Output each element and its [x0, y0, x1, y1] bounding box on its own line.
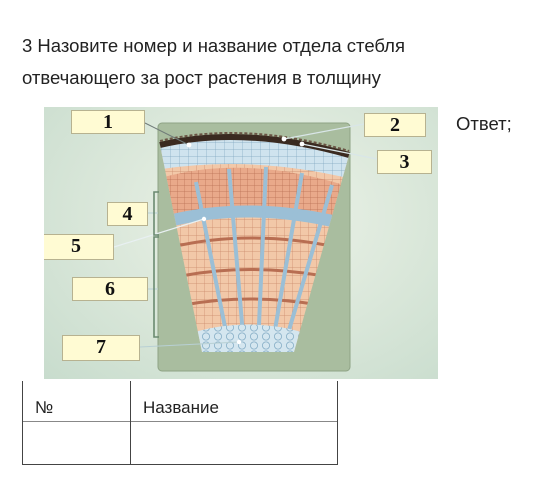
figure-label-5: 5	[44, 234, 114, 260]
answer-table-header-number: №	[22, 381, 131, 422]
figure-label-6: 6	[72, 277, 148, 301]
answer-table-header-row: № Название	[22, 381, 338, 422]
answer-table-header-name: Название	[130, 381, 338, 422]
answer-label: Ответ;	[456, 113, 512, 134]
answer-cell-name[interactable]	[130, 421, 338, 465]
header-name-label: Название	[143, 398, 219, 417]
figure-label-2: 2	[364, 113, 426, 137]
figure-label-1: 1	[71, 110, 145, 134]
answer-table: № Название	[22, 381, 338, 465]
question-line-2: отвечающего за рост растения в толщину	[22, 67, 381, 88]
figure-label-3: 3	[377, 150, 432, 174]
question-line-1: 3 Назовите номер и название отдела стебл…	[22, 35, 405, 56]
answer-cell-number[interactable]	[22, 421, 131, 465]
table-row	[22, 421, 338, 465]
stem-diagram-illustration	[113, 122, 378, 372]
figure-label-7: 7	[62, 335, 140, 361]
stem-cross-section-figure: 1 2 3 4 5 6 7	[44, 107, 438, 379]
header-number-label: №	[35, 398, 54, 417]
figure-label-4: 4	[107, 202, 148, 226]
question-text: 3 Назовите номер и название отдела стебл…	[22, 30, 522, 94]
